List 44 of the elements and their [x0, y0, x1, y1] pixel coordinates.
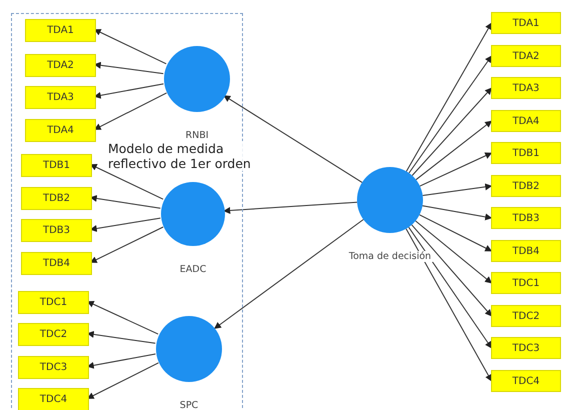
indicator-box: TDA2 [491, 45, 561, 67]
indicator-box: TDB4 [21, 252, 92, 275]
indicator-box: TDC3 [491, 337, 561, 359]
arrow [422, 205, 492, 220]
arrow [419, 214, 492, 252]
arrow [223, 95, 363, 183]
arrow [415, 220, 492, 284]
indicator-box: TDC4 [491, 370, 561, 392]
arrow [406, 228, 492, 382]
indicator-box: TDA2 [25, 54, 96, 77]
construct-label: Toma de decisión [346, 251, 434, 262]
indicator-box: TDB1 [491, 142, 561, 164]
indicator-box: TDA4 [25, 119, 96, 142]
indicator-box: TDA3 [25, 86, 96, 109]
arrow [419, 152, 492, 187]
annotation-text: Modelo de medida reflectivo de 1er orden [108, 141, 253, 171]
arrow [411, 224, 492, 317]
indicator-box: TDA4 [491, 110, 561, 132]
arrow [408, 55, 492, 174]
indicator-box: TDC2 [491, 305, 561, 327]
indicator-box: TDC4 [18, 388, 89, 410]
indicator-box: TDA3 [491, 77, 561, 99]
construct-label: EADC [178, 264, 208, 275]
indicator-box: TDC1 [18, 291, 89, 314]
arrow [408, 226, 492, 349]
arrow [214, 219, 364, 329]
construct-label: SPC [178, 400, 200, 410]
arrow [416, 120, 492, 180]
arrow [412, 87, 492, 176]
indicator-box: TDC2 [18, 323, 89, 346]
indicator-box: TDB3 [491, 207, 561, 229]
indicator-box: TDB2 [21, 187, 92, 210]
indicator-box: TDA1 [491, 12, 561, 34]
indicator-box: TDC3 [18, 356, 89, 379]
indicator-box: TDA1 [25, 19, 96, 42]
indicator-box: TDB4 [491, 240, 561, 262]
indicator-box: TDC1 [491, 272, 561, 294]
arrow [406, 22, 492, 172]
indicator-box: TDB3 [21, 219, 92, 242]
indicator-box: TDB2 [491, 175, 561, 197]
arrow [223, 202, 358, 214]
indicator-box: TDB1 [21, 154, 92, 177]
arrow [422, 183, 492, 196]
construct-label: RNBI [183, 130, 211, 141]
